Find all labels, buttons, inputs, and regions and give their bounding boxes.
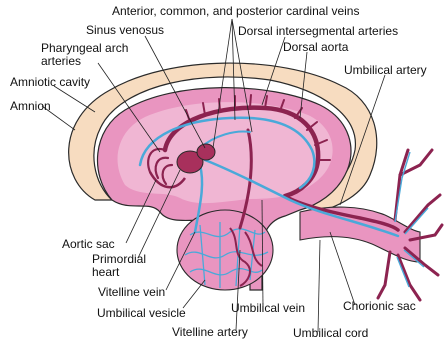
label-dorsal-intersegmental: Dorsal intersegmental arteries [238,25,398,38]
umbilical-cord-shape [300,207,420,262]
label-amniotic-cavity: Amniotic cavity [10,76,90,89]
label-umbilical-artery: Umbilical artery [344,64,427,77]
label-sinus-venosus: Sinus venosus [86,24,164,37]
label-umbilical-cord: Umbilical cord [293,327,368,340]
label-primordial-heart: Primordial heart [92,253,162,279]
label-chorionic-sac: Chorionic sac [343,300,416,313]
label-aortic-sac: Aortic sac [62,238,115,251]
label-vitelline-vein: Vitelline vein [98,286,165,299]
label-amnion: Amnion [10,100,51,113]
label-dorsal-aorta: Dorsal aorta [283,41,348,54]
label-cardinal-veins: Anterior, common, and posterior cardinal… [112,5,359,18]
umbilical-vesicle-shape [177,210,273,290]
label-pharyngeal-arch: Pharyngeal arch arteries [41,42,151,68]
label-vitelline-artery: Vitelline artery [172,326,248,339]
label-umbilical-vein: Umbilical vein [231,302,305,315]
sinus-venosus-shape [197,144,215,160]
label-umbilical-vesicle: Umbilical vesicle [97,307,186,320]
